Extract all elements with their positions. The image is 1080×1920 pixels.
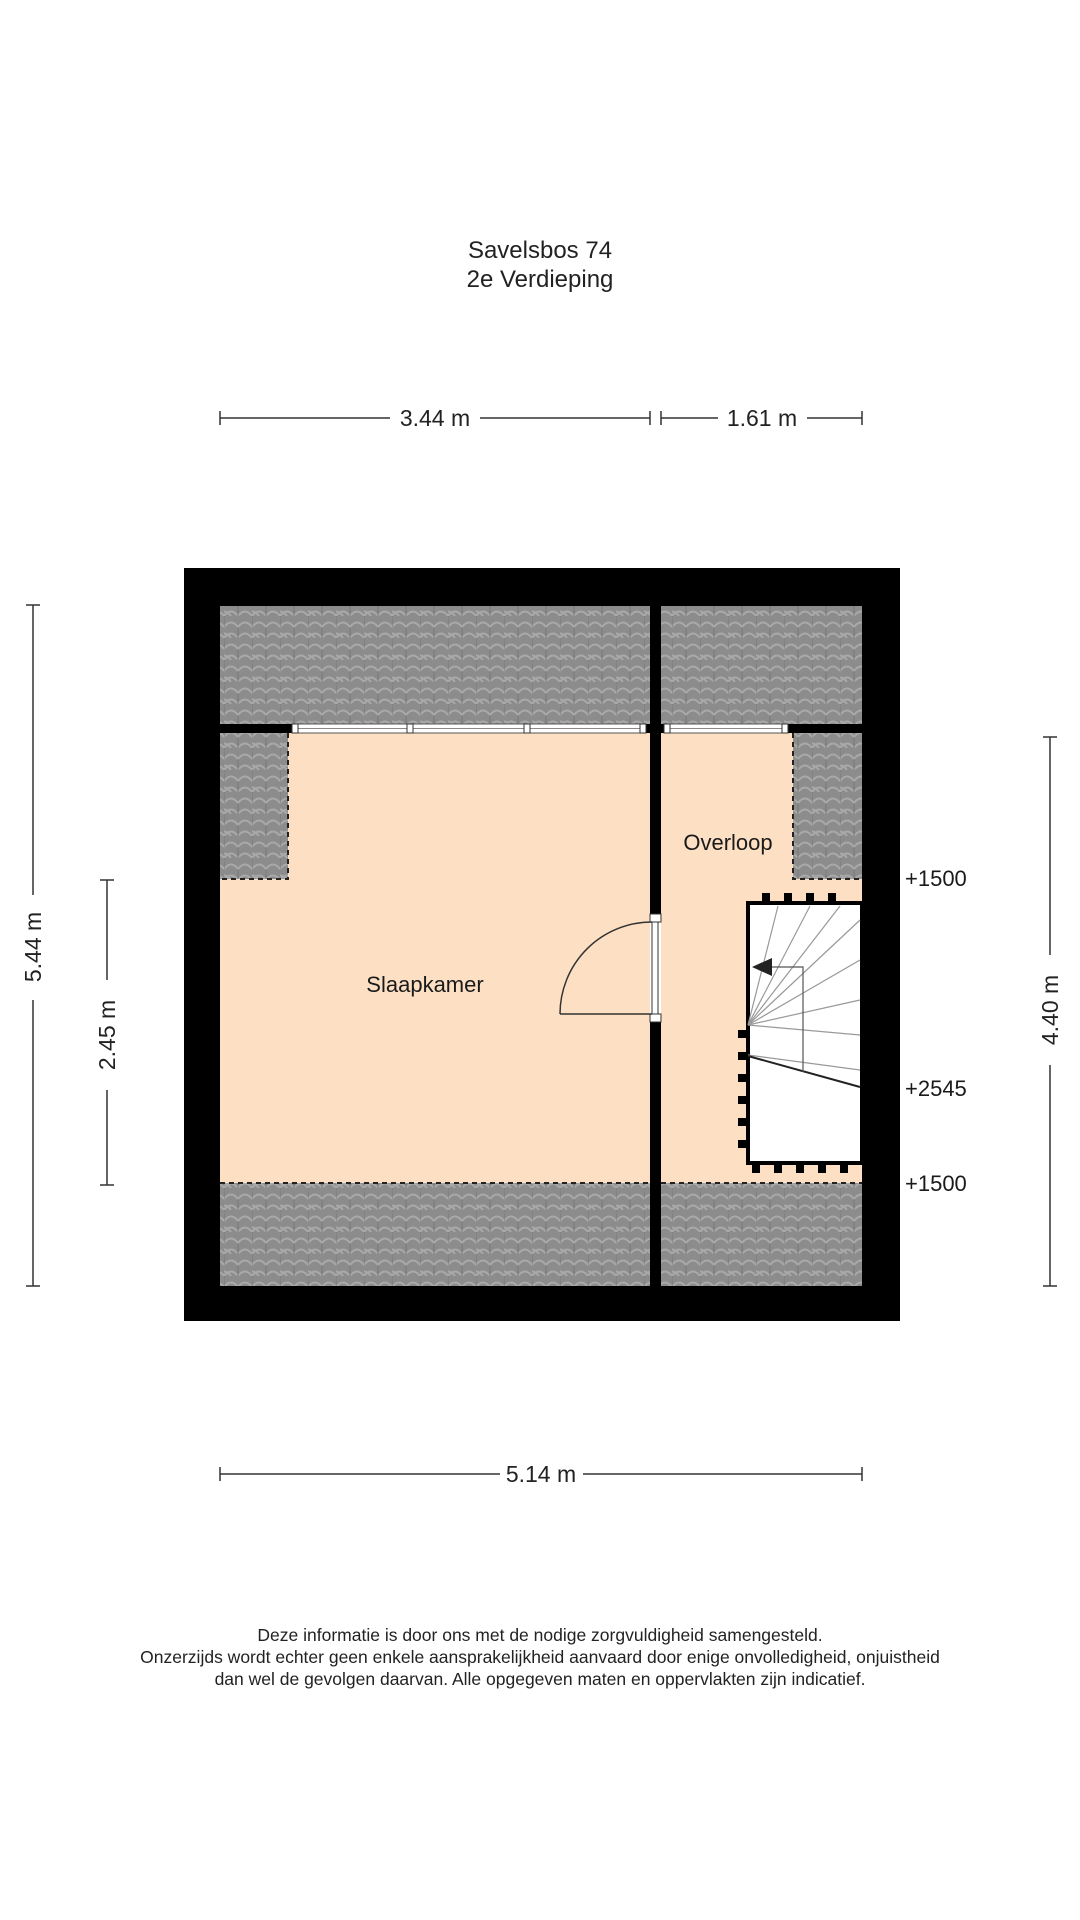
dimension-label: 2.45 m	[94, 1000, 120, 1070]
dimension-label: 5.44 m	[20, 912, 46, 982]
level-label-upper: +1500	[905, 866, 967, 891]
dimension-label: 1.61 m	[727, 405, 797, 431]
dimension-left-inner: 2.45 m	[94, 879, 120, 1186]
dimension-label: 3.44 m	[400, 405, 470, 431]
dimension-left-outer: 5.44 m	[20, 604, 46, 1287]
roof-slope-bottom-left	[220, 1183, 650, 1286]
roof-slope-left-knee	[220, 733, 288, 879]
landing-floor	[661, 733, 862, 1183]
window-landing	[663, 723, 789, 734]
bedroom-door	[559, 913, 662, 1023]
dimension-label: 5.14 m	[506, 1461, 576, 1487]
disclaimer-line-2: Onzerzijds wordt echter geen enkele aans…	[140, 1647, 940, 1667]
window-bedroom	[291, 723, 647, 734]
bedroom-floor	[220, 733, 650, 1183]
roof-slope-top-right	[661, 606, 862, 724]
title-line-2: 2e Verdieping	[467, 266, 614, 293]
dimension-label: 4.40 m	[1037, 975, 1063, 1045]
dimension-right: 4.40 m	[1037, 736, 1063, 1287]
disclaimer-line-1: Deze informatie is door ons met de nodig…	[257, 1625, 822, 1645]
staircase	[738, 893, 864, 1173]
dimension-top-right: 1.61 m	[660, 405, 863, 431]
dimension-top-left: 3.44 m	[219, 405, 651, 431]
room-label-landing: Overloop	[683, 830, 772, 855]
level-label-stair: +2545	[905, 1076, 967, 1101]
roof-slope-bottom-right	[661, 1183, 862, 1286]
room-label-bedroom: Slaapkamer	[366, 972, 483, 997]
dimension-bottom: 5.14 m	[219, 1461, 863, 1487]
disclaimer-line-3: dan wel de gevolgen daarvan. Alle opgege…	[215, 1669, 866, 1689]
level-label-lower: +1500	[905, 1171, 967, 1196]
title-line-1: Savelsbos 74	[468, 237, 612, 264]
roof-slope-top-left	[220, 606, 650, 724]
roof-slope-right-knee	[793, 733, 862, 879]
